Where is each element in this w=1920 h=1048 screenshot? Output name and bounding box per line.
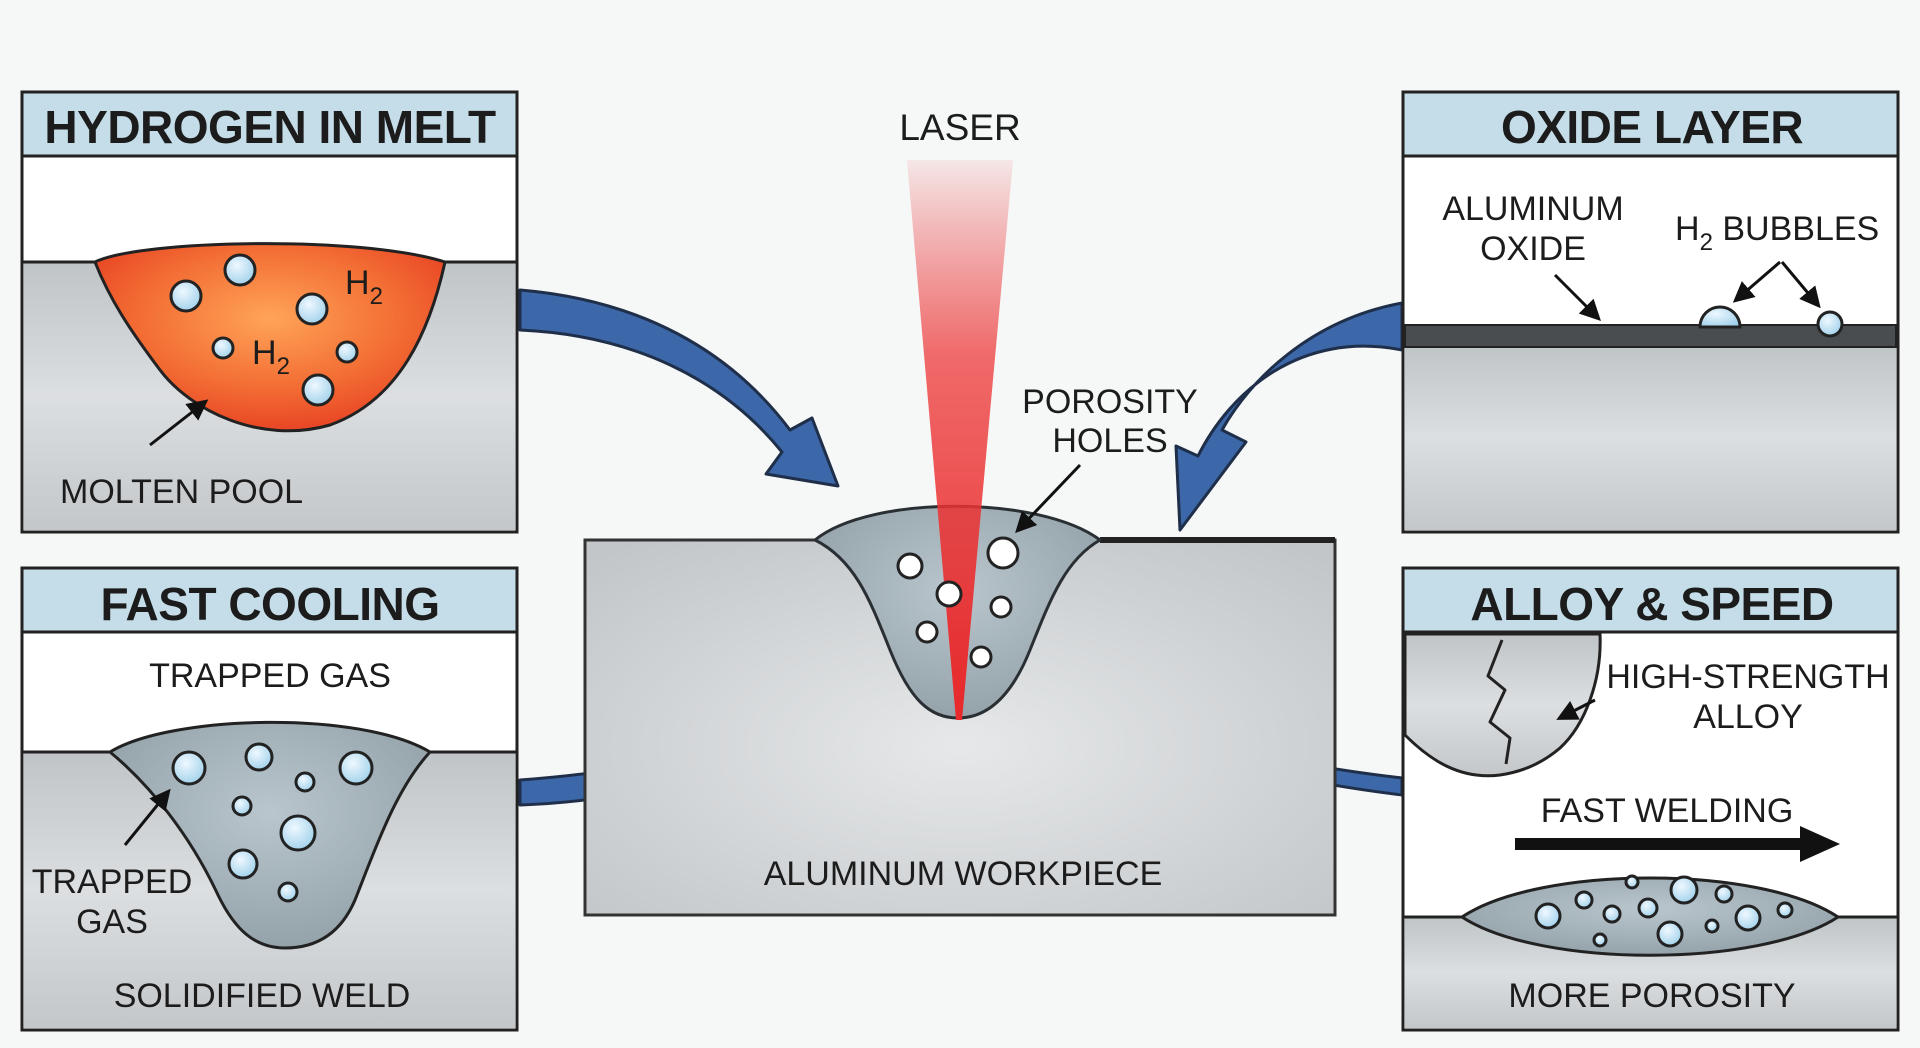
arrow-hydrogen-to-center xyxy=(518,288,840,488)
molten-pool-label: MOLTEN POOL xyxy=(60,473,303,511)
panel-hydrogen-title: HYDROGEN IN MELT xyxy=(44,101,496,153)
porosity-label-line1: POROSITY xyxy=(1022,383,1198,421)
arrow-oxide-to-center xyxy=(1174,301,1404,532)
panel-cooling-title: FAST COOLING xyxy=(101,578,440,630)
oxide-label-line2: OXIDE xyxy=(1480,230,1586,268)
molten-pool-pointer xyxy=(149,399,209,447)
porosity-label-line2: HOLES xyxy=(1052,422,1167,460)
panel-cooling: FAST COOLING TRAPPED GAS TRAPPED GAS SOL… xyxy=(20,566,519,1032)
oxide-film xyxy=(1404,324,1897,348)
trapped-gas-side-line1: TRAPPED xyxy=(32,863,193,901)
h2-symbol-lower: H2 xyxy=(252,334,290,380)
alloy-crack xyxy=(1486,639,1512,765)
bubbles-pointer-right xyxy=(1780,261,1821,309)
fast-welding-arrow xyxy=(1515,826,1840,862)
center-workpiece: LASER POROSITY HOLES ALUMINUM WORKPIECE xyxy=(583,107,1337,917)
oxide-bubble-small xyxy=(1816,310,1844,338)
hydrogen-bubbles xyxy=(169,253,359,407)
laser-beam xyxy=(907,160,1013,720)
bubbles-pointer-left xyxy=(1732,260,1781,303)
fast-welding-label: FAST WELDING xyxy=(1541,792,1794,830)
h2-symbol-upper: H2 xyxy=(345,264,383,310)
trapped-gas-top-label: TRAPPED GAS xyxy=(149,657,391,695)
panel-oxide-title: OXIDE LAYER xyxy=(1501,101,1803,153)
more-porosity-bubbles xyxy=(1534,874,1794,948)
cracked-alloy-chunk xyxy=(1403,632,1602,778)
panel-oxide: OXIDE LAYER ALUMINUM OXIDE H2 BUBBLES xyxy=(1401,90,1900,534)
panel-alloy: ALLOY & SPEED HIGH-STRENGTH ALLOY FAST W… xyxy=(1401,566,1900,1032)
more-porosity-label: MORE POROSITY xyxy=(1508,977,1795,1015)
alloy-label-line1: HIGH-STRENGTH xyxy=(1606,658,1889,696)
panel-hydrogen: HYDROGEN IN MELT H2 H2 MOLTEN POOL xyxy=(20,90,519,534)
oxide-pointer xyxy=(1553,273,1601,321)
laser-label: LASER xyxy=(899,107,1020,148)
solidified-weld-label: SOLIDIFIED WELD xyxy=(114,977,411,1015)
trapped-gas-side-line2: GAS xyxy=(76,903,148,941)
workpiece-label: ALUMINUM WORKPIECE xyxy=(764,855,1163,893)
bubbles-label: H2 BUBBLES xyxy=(1675,210,1879,256)
porosity-pointer xyxy=(1015,463,1082,534)
trapped-gas-bubbles xyxy=(171,742,374,903)
center-pores xyxy=(896,536,1020,669)
alloy-label-line2: ALLOY xyxy=(1693,698,1803,736)
alloy-pointer xyxy=(1556,698,1596,720)
oxide-bubble-large xyxy=(1698,305,1742,329)
oxide-label-line1: ALUMINUM xyxy=(1442,190,1623,228)
panel-alloy-title: ALLOY & SPEED xyxy=(1470,578,1833,630)
trapped-gas-pointer xyxy=(123,788,171,846)
